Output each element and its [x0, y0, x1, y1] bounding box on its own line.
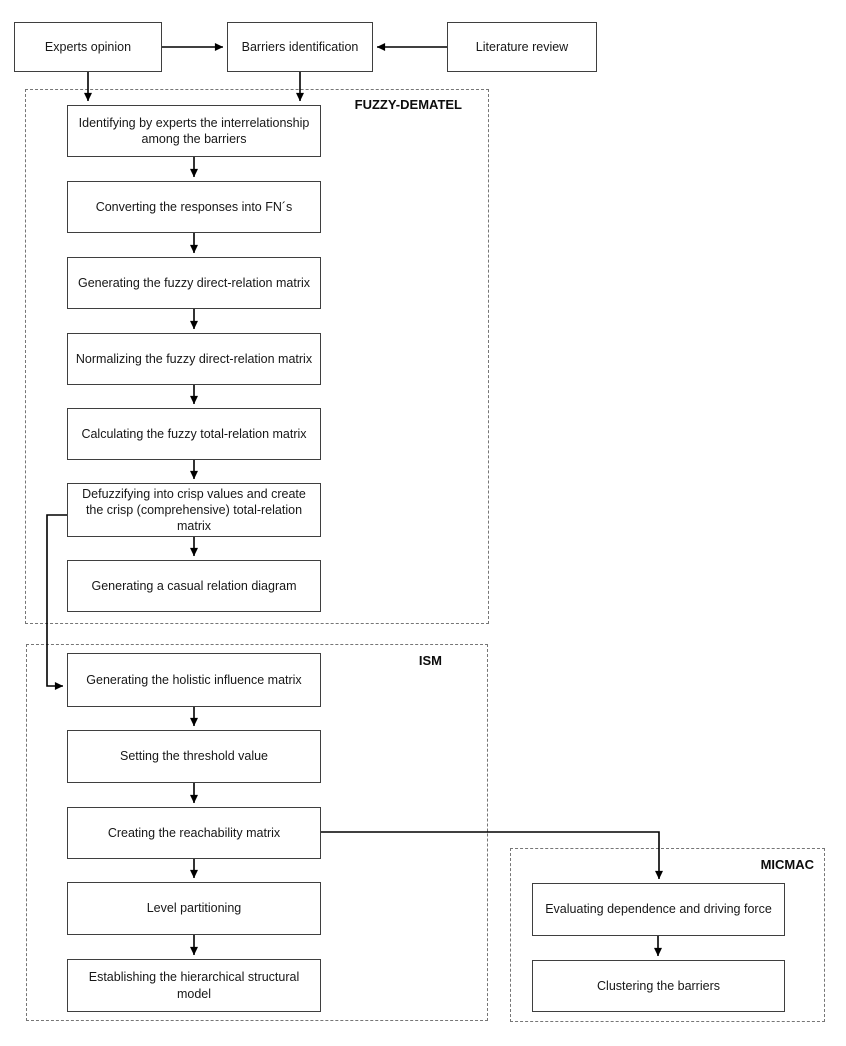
- node-clustering-barriers: Clustering the barriers: [532, 960, 785, 1012]
- node-dependence-driving-force: Evaluating dependence and driving force: [532, 883, 785, 936]
- node-fuzzy-total-relation-matrix: Calculating the fuzzy total-relation mat…: [67, 408, 321, 460]
- node-label: Barriers identification: [241, 39, 359, 54]
- node-label: Evaluating dependence and driving force: [545, 902, 772, 917]
- group-micmac: MICMAC: [510, 848, 825, 1022]
- node-converting-responses: Converting the responses into FN´s: [67, 181, 321, 233]
- node-threshold-value: Setting the threshold value: [67, 730, 321, 783]
- node-label: Generating a casual relation diagram: [91, 578, 297, 593]
- node-label: Creating the reachability matrix: [107, 825, 281, 840]
- node-normalizing-matrix: Normalizing the fuzzy direct-relation ma…: [67, 333, 321, 385]
- node-literature-review: Literature review: [447, 22, 597, 72]
- group-fuzzy-dematel: FUZZY-DEMATEL: [25, 89, 489, 624]
- node-identifying-interrelationship: Identifying by experts the interrelation…: [67, 105, 321, 157]
- node-label: Literature review: [475, 39, 569, 54]
- node-label: Setting the threshold value: [119, 749, 269, 764]
- node-barriers-identification: Barriers identification: [227, 22, 373, 72]
- node-level-partitioning: Level partitioning: [67, 882, 321, 935]
- node-label: Defuzzifying into crisp values and creat…: [82, 486, 306, 534]
- node-label: Experts opinion: [44, 39, 132, 54]
- node-label: Calculating the fuzzy total-relation mat…: [81, 426, 307, 441]
- node-label: Clustering the barriers: [597, 978, 720, 993]
- group-label-fuzzy-dematel: FUZZY-DEMATEL: [354, 97, 462, 112]
- node-defuzzifying-crisp-values: Defuzzifying into crisp values and creat…: [67, 483, 321, 537]
- node-label: Converting the responses into FN´s: [95, 199, 293, 214]
- node-casual-relation-diagram: Generating a casual relation diagram: [67, 560, 321, 612]
- node-fuzzy-direct-relation-matrix: Generating the fuzzy direct-relation mat…: [67, 257, 321, 309]
- node-label: Generating the holistic influence matrix: [86, 672, 302, 687]
- node-holistic-influence-matrix: Generating the holistic influence matrix: [67, 653, 321, 707]
- node-hierarchical-structural-model: Establishing the hierarchical structural…: [67, 959, 321, 1012]
- node-label: Generating the fuzzy direct-relation mat…: [77, 275, 311, 290]
- group-label-ism: ISM: [418, 653, 442, 668]
- node-experts-opinion: Experts opinion: [14, 22, 162, 72]
- node-reachability-matrix: Creating the reachability matrix: [67, 807, 321, 859]
- node-label: Identifying by experts the interrelation…: [78, 115, 310, 146]
- node-label: Normalizing the fuzzy direct-relation ma…: [75, 351, 313, 366]
- group-label-micmac: MICMAC: [760, 857, 814, 872]
- node-label: Level partitioning: [146, 901, 242, 916]
- node-label: Establishing the hierarchical structural…: [88, 970, 300, 1001]
